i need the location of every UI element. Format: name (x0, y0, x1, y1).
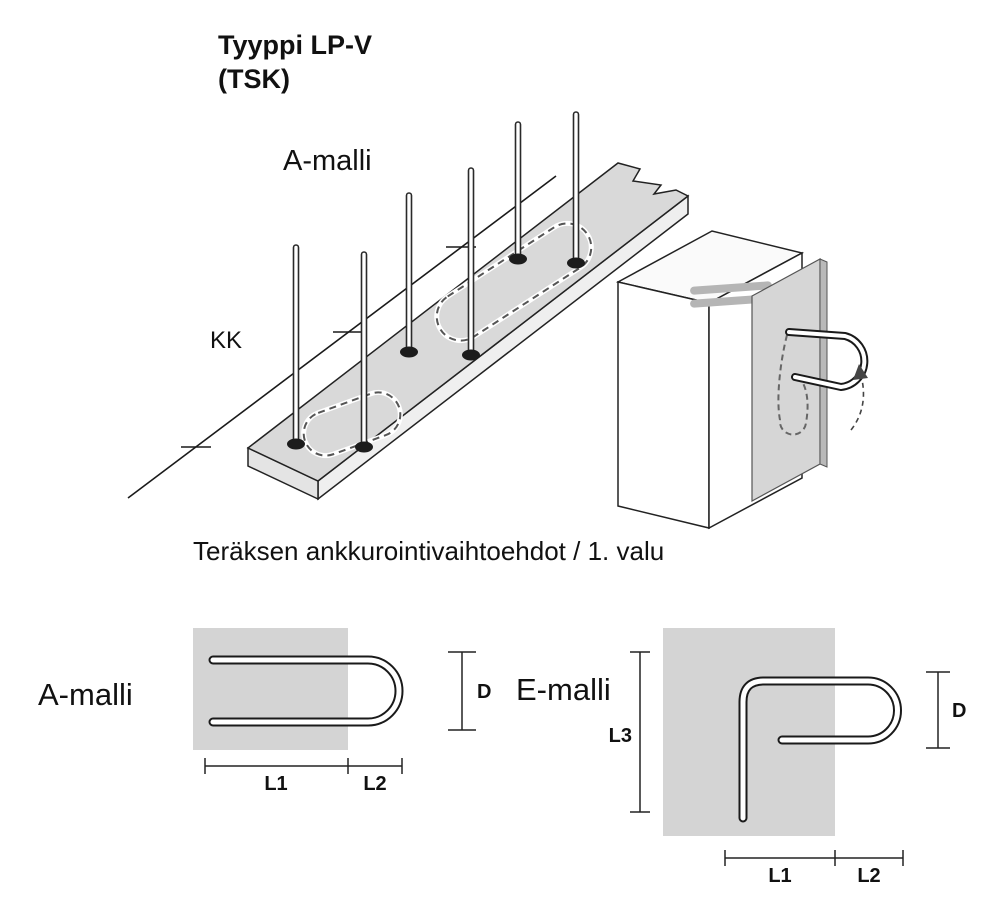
loop-dashed (435, 222, 593, 342)
hairpin-embedded-dashed (777, 334, 809, 436)
detail-a-d-label: D (477, 681, 491, 703)
anchor-dot (567, 257, 585, 269)
embedded-loop-right (434, 220, 594, 344)
header: Tyyppi LP-V (TSK) A-malli (218, 30, 372, 177)
anchor-dot (355, 441, 373, 453)
detail-e-concrete (663, 628, 835, 836)
rotation-arrow-head (853, 364, 868, 380)
detail-e-l3-label: L3 (609, 725, 632, 747)
detail-e-d-label: D (952, 700, 966, 722)
spacing-line (127, 175, 557, 499)
column-front-face (617, 281, 710, 529)
anchor-rod (360, 251, 368, 448)
anchor-plate-edge (819, 258, 828, 468)
anchor-rod (292, 244, 300, 445)
detail-e-label: E-malli (516, 672, 611, 707)
detail-e-l1-label: L1 (768, 865, 791, 887)
detail-a-concrete (193, 628, 348, 750)
detail-e-bar-core (740, 678, 900, 821)
anchor-rod (405, 192, 413, 353)
detail-e-dims (630, 651, 950, 866)
anchor-points (287, 253, 585, 453)
spacing-label: KK (210, 327, 242, 354)
loop-dashed (302, 391, 402, 457)
corner-detail (615, 230, 869, 530)
rotation-arrow-curve (850, 374, 865, 431)
anchor-rod (467, 167, 475, 356)
detail-a-dims (204, 651, 476, 774)
detail-a: A-malli L1 L2 D (38, 628, 491, 795)
embedded-bar (690, 281, 772, 295)
detail-e-l2-label: L2 (857, 865, 880, 887)
anchor-dot (462, 349, 480, 361)
page-title-line1: Tyyppi LP-V (218, 30, 372, 60)
anchoring-caption: Teräksen ankkurointivaihtoehdot / 1. val… (193, 536, 664, 566)
anchor-dot (400, 346, 418, 358)
detail-a-bar-core (210, 657, 402, 725)
anchor-rod (514, 121, 522, 260)
detail-a-l2-label: L2 (363, 773, 386, 795)
hairpin-bar-core (787, 330, 867, 389)
iso-model-label: A-malli (283, 145, 372, 177)
plate-isometric (246, 111, 690, 501)
anchor-dot (509, 253, 527, 265)
anchor-rod (572, 111, 580, 264)
page-title-line2: (TSK) (218, 64, 290, 94)
detail-e: E-malli L3 D L1 L2 (516, 628, 966, 887)
detail-a-l1-label: L1 (264, 773, 287, 795)
detail-a-label: A-malli (38, 677, 133, 712)
anchor-dot (287, 438, 305, 450)
